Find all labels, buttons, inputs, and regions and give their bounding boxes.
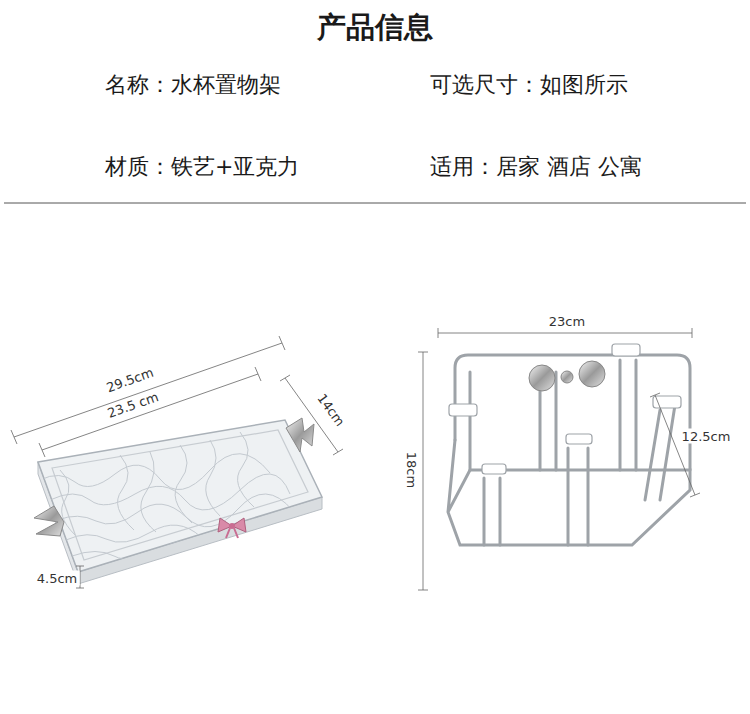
dimension-label: 23cm [547, 314, 587, 329]
spec-text: 材质：铁艺+亚克力 [105, 152, 299, 182]
divider-line [4, 203, 746, 204]
cup-rack [448, 355, 690, 545]
page-title: 产品信息 [317, 8, 433, 48]
dimension-label: 14cm [313, 389, 349, 430]
spec-text: 适用：居家 酒店 公寓 [430, 152, 642, 182]
dimension-label: 18cm [404, 450, 419, 490]
dimension-label: 12.5cm [680, 429, 733, 444]
spec-text: 名称：水杯置物架 [105, 70, 281, 100]
dimension-lines [418, 328, 700, 590]
dimension-label: 4.5cm [35, 571, 80, 586]
acrylic-tray [34, 418, 322, 584]
cup-pads [449, 344, 681, 474]
silver-bow [529, 361, 605, 391]
dimension-lines [11, 336, 343, 588]
spec-text: 可选尺寸：如图所示 [430, 70, 628, 100]
